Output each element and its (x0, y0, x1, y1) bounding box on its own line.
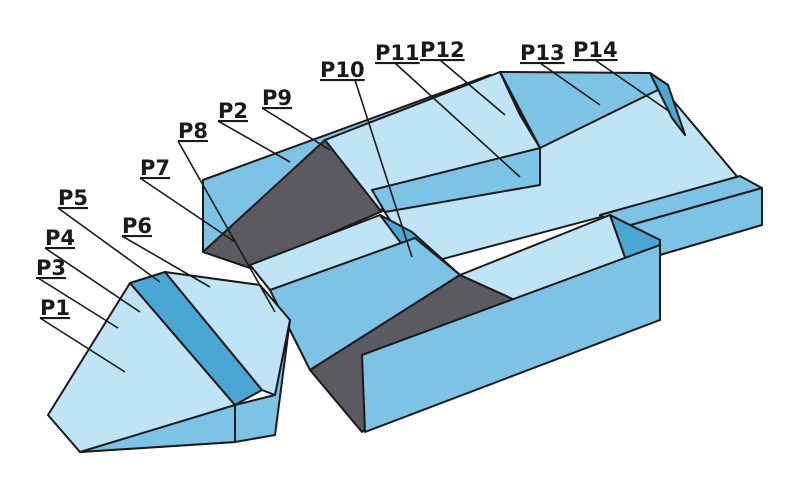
label-p8: P8 (178, 119, 208, 143)
label-p4: P4 (45, 226, 75, 250)
label-p6: P6 (122, 214, 152, 238)
label-p7: P7 (140, 156, 170, 180)
label-p13: P13 (520, 41, 565, 65)
label-p3: P3 (36, 256, 66, 280)
p12-box-front (371, 147, 541, 213)
label-p12: P12 (420, 38, 465, 62)
left-piece-p6 (164, 271, 291, 396)
left-piece-front (79, 404, 236, 453)
label-p9: P9 (262, 86, 292, 110)
label-p11: P11 (375, 41, 420, 65)
label-p10: P10 (320, 58, 365, 82)
label-p5: P5 (58, 186, 88, 210)
leader-lines (37, 59, 671, 373)
label-p14: P14 (573, 38, 618, 62)
far-end-panel (649, 72, 686, 136)
label-p1: P1 (40, 296, 70, 320)
label-p2: P2 (218, 99, 248, 123)
front-box-side (361, 244, 661, 433)
